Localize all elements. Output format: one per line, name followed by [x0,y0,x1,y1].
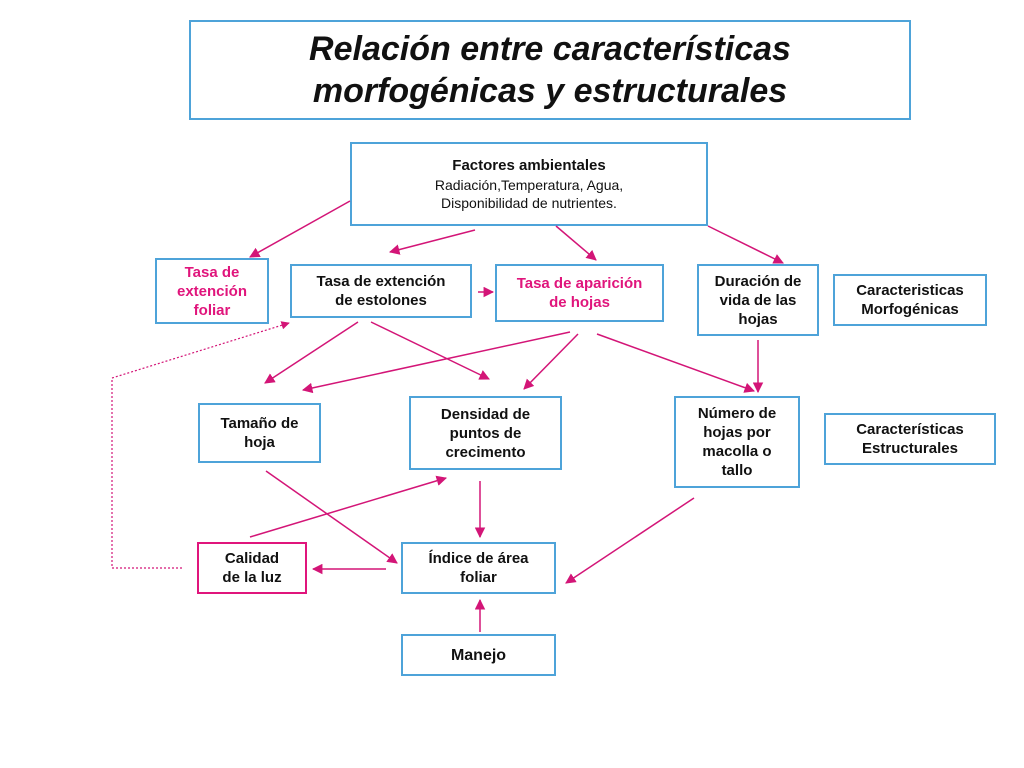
factores-ambientales-body: Radiación,Temperatura, Agua, Disponibili… [434,177,624,211]
tasa-extencion-estolones-label: Tasa de extención de estolones [316,273,446,309]
arrow-calidad-to-estolones-dotted [111,321,290,569]
tamano-hoja-label: Tamaño de hoja [220,415,299,451]
arrow-numero-to-indice [565,497,695,584]
duracion-vida-hojas-label: Duración de vida de las hojas [714,272,802,328]
diagram-title-box: Relación entre características morfogéni… [189,20,911,120]
densidad-puntos-label: Densidad de puntos de crecimento [440,405,531,461]
factores-ambientales-heading: Factores ambientales [452,157,606,174]
arrow-estolones-to-densidad [370,321,490,380]
tasa-aparicion-hojas-label: Tasa de aparición de hojas [516,275,643,311]
calidad-luz-box: Calidad de la luz [197,542,307,594]
caracteristicas-estructurales-box: Características Estructurales [824,413,996,465]
tasa-extencion-foliar-box: Tasa de extención foliar [155,258,269,324]
numero-hojas-label: Número de hojas por macolla o tallo [697,405,777,479]
tasa-aparicion-hojas-box: Tasa de aparición de hojas [495,264,664,322]
diagram-title: Relación entre características morfogéni… [309,30,791,110]
indice-area-box: Índice de área foliar [401,542,556,594]
arrow-aparicion-to-densidad [523,333,579,390]
arrow-factores-to-aparicion [555,225,597,261]
arrow-calidad-to-densidad [249,475,448,538]
manejo-label: Manejo [450,646,507,664]
arrow-aparicion-to-tamano [301,331,571,394]
tamano-hoja-box: Tamaño de hoja [198,403,321,463]
arrow-tamano-to-indice [265,470,398,564]
arrow-aparicion-to-numero [596,333,755,393]
caracteristicas-estructurales-label: Características Estructurales [856,421,964,457]
factores-ambientales-box: Factores ambientales Radiación,Temperatu… [350,142,708,226]
arrow-factores-to-duracion [707,225,784,264]
tasa-extencion-estolones-box: Tasa de extención de estolones [290,264,472,318]
manejo-box: Manejo [401,634,556,676]
calidad-luz-label: Calidad de la luz [222,550,282,586]
arrow-estolones-to-tamano [264,321,359,384]
arrow-factores-to-foliar [249,200,351,258]
duracion-vida-hojas-box: Duración de vida de las hojas [697,264,819,336]
numero-hojas-box: Número de hojas por macolla o tallo [674,396,800,488]
densidad-puntos-box: Densidad de puntos de crecimento [409,396,562,470]
caracteristicas-morfogenicas-label: Caracteristicas Morfogénicas [856,282,964,318]
indice-area-label: Índice de área foliar [428,550,529,586]
tasa-extencion-foliar-label: Tasa de extención foliar [176,263,248,319]
arrow-factores-to-estolones [388,229,476,255]
caracteristicas-morfogenicas-box: Caracteristicas Morfogénicas [833,274,987,326]
